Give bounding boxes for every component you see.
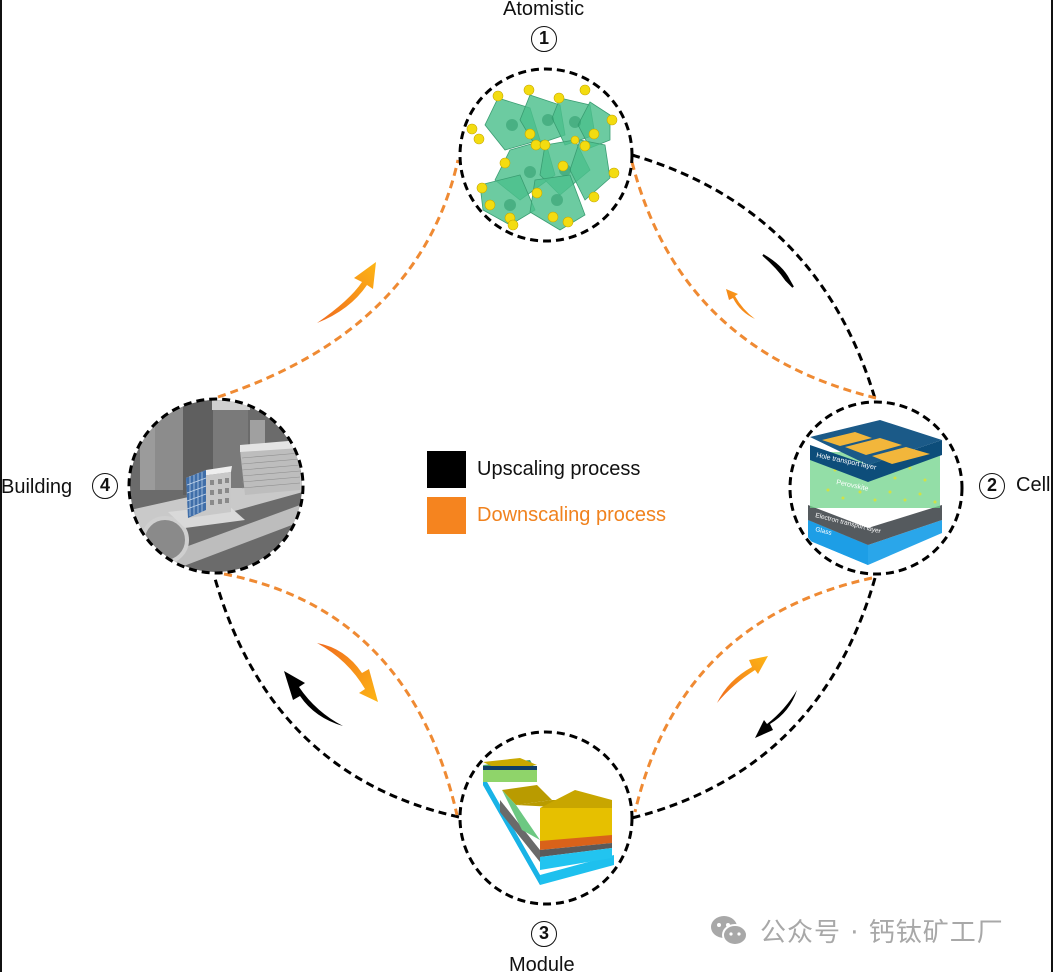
stage-number-2: 2 xyxy=(979,473,1005,499)
watermark: 公众号 · 钙钛矿工厂 xyxy=(710,912,1004,949)
downscaling-arrow-bottom-left xyxy=(317,643,378,702)
downscaling-arrow-bottom-right xyxy=(717,656,768,703)
legend-item-upscaling: Upscaling process xyxy=(427,450,666,488)
upscaling-arrow-bottom-left xyxy=(284,671,343,726)
right-frame-edge xyxy=(1051,0,1053,972)
downscaling-path-module-to-cell xyxy=(633,576,873,813)
downscaling-arrow-top-right xyxy=(726,289,755,319)
cell-stage-ring xyxy=(788,400,964,576)
legend-swatch-downscaling xyxy=(427,496,466,534)
legend-label-downscaling: Downscaling process xyxy=(477,503,666,526)
stage-label-building: Building xyxy=(1,476,73,498)
stage-number-3: 3 xyxy=(531,921,557,947)
atomistic-stage-ring xyxy=(458,67,634,243)
upscaling-path-module-to-building xyxy=(212,574,460,819)
legend-label-upscaling: Upscaling process xyxy=(477,457,641,480)
legend-swatch-upscaling xyxy=(427,450,466,488)
downscaling-path-cell-to-atomistic xyxy=(630,161,877,400)
downscaling-path-building-to-atomistic xyxy=(217,159,460,399)
cell-stack-illustration xyxy=(792,404,960,572)
watermark-text: 公众号 · 钙钛矿工厂 xyxy=(760,918,1004,948)
left-frame-edge xyxy=(0,0,2,972)
stage-number-4: 4 xyxy=(92,473,118,499)
downscaling-path-building-to-module xyxy=(223,572,459,816)
atomistic-crystal-illustration xyxy=(462,71,630,239)
legend: Upscaling process Downscaling process xyxy=(427,450,666,542)
stage-label-atomistic: Atomistic xyxy=(503,0,585,20)
upscaling-arrow-bottom-right xyxy=(755,690,797,738)
stage-label-cell: Cell xyxy=(1016,474,1051,496)
building-stage-ring xyxy=(127,397,305,575)
stage-label-module: Module xyxy=(509,954,575,976)
upscaling-path-atomistic-to-cell xyxy=(631,153,878,403)
downscaling-arrow-top-left xyxy=(317,262,376,323)
module-stack-illustration xyxy=(462,734,630,902)
wechat-icon xyxy=(711,915,748,946)
upscaling-path-cell-to-module xyxy=(631,577,877,820)
stage-number-1: 1 xyxy=(531,26,557,52)
legend-item-downscaling: Downscaling process xyxy=(427,496,666,534)
building-city-illustration xyxy=(130,400,302,572)
module-stage-ring xyxy=(458,730,634,906)
cell-layer-label-glass: Glass xyxy=(815,526,834,537)
upscaling-arrow-top-right xyxy=(762,254,794,288)
